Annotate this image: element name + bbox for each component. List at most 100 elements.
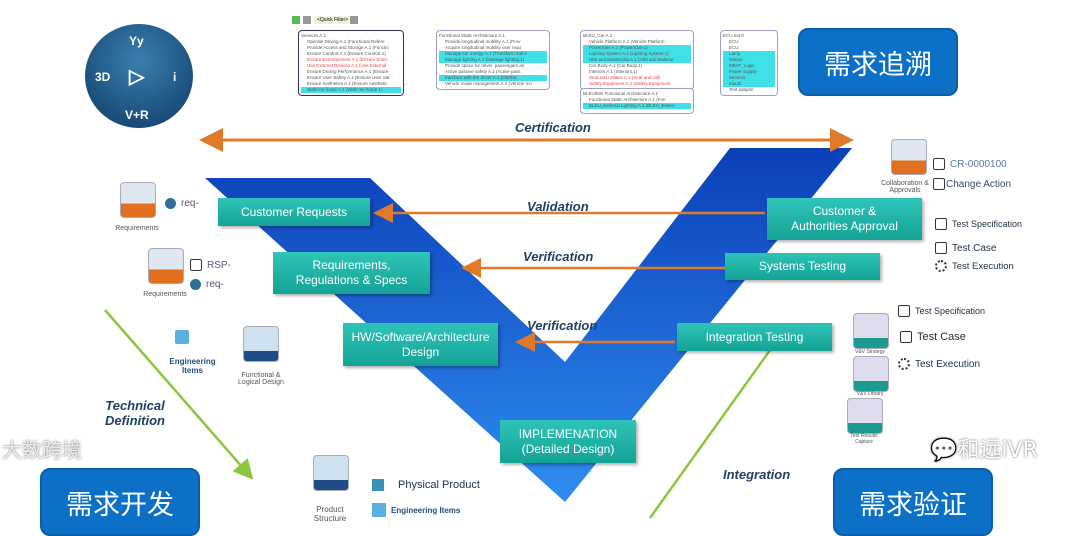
trace-item[interactable]: Inputs bbox=[723, 81, 775, 87]
test-spec-text: Test Specification bbox=[952, 219, 1023, 229]
test-spec-item[interactable]: Test Specification bbox=[935, 218, 1022, 230]
trace-item[interactable]: ECU bbox=[729, 39, 739, 44]
trace-item[interactable]: Use External Devices A.1 (Use External bbox=[307, 63, 387, 68]
trace-item[interactable]: Provide longitudinal mobility A.1 (Prov bbox=[445, 39, 521, 44]
product-structure-label: Product Structure bbox=[313, 505, 347, 523]
requirements-app-label: Requirements bbox=[115, 225, 159, 232]
trace-item[interactable]: Manage car energy A.1 (Transform fuel e bbox=[439, 51, 547, 57]
test-case-item[interactable]: Test Case bbox=[935, 242, 996, 254]
test-execution-item[interactable]: Test Execution bbox=[935, 260, 1014, 272]
technical-definition-label: Technical Definition bbox=[105, 398, 165, 428]
certification-label: Certification bbox=[515, 120, 591, 135]
trace-item[interactable]: ECU bbox=[729, 45, 739, 50]
req-link-2[interactable]: req- bbox=[190, 279, 224, 290]
rsp-text: RSP- bbox=[207, 259, 231, 271]
test-case-icon bbox=[935, 242, 947, 254]
trace-item[interactable]: Lamp bbox=[723, 51, 775, 57]
integration-testing-box[interactable]: Integration Testing bbox=[677, 323, 832, 351]
trace-item[interactable]: Interface with the driver A.1 (Interfac bbox=[439, 75, 547, 81]
trace-item[interactable]: Acquire longitudinal mobility user requ bbox=[445, 45, 522, 50]
trace-item[interactable]: Ensure Entertainment A.1 (Ensure Enter bbox=[307, 57, 388, 62]
quick-filter-input[interactable]: <Quick Filter> bbox=[314, 16, 352, 24]
test-case-item-2[interactable]: Test Case bbox=[900, 331, 966, 343]
test-spec-item-2[interactable]: Test Specification bbox=[898, 305, 985, 317]
trace-item[interactable]: Manage lighting A.1 (Manage lighting.1) bbox=[439, 57, 547, 63]
logo-top-text: Yy bbox=[129, 34, 144, 48]
trace-item[interactable]: BLEU_External Lighting A.1 (BLEU_Extern bbox=[583, 103, 691, 109]
toolbar-button[interactable] bbox=[303, 16, 311, 24]
requirements-app-icon-2[interactable] bbox=[148, 248, 184, 284]
trace-item[interactable]: Walk me home A.1 (Walk me home.1) bbox=[301, 87, 401, 93]
integration-arrow bbox=[648, 327, 786, 519]
trace-item[interactable]: Vehicle mode management A.1 (Vehicle mo bbox=[445, 81, 533, 86]
vv-strategy-icon[interactable] bbox=[853, 313, 889, 349]
catia-functional-icon[interactable] bbox=[243, 326, 279, 362]
physical-product-item[interactable]: Physical Product bbox=[372, 479, 480, 491]
trace-item[interactable]: Active passive safety A.1 (Active pass bbox=[445, 69, 521, 74]
rsp-link[interactable]: RSP- bbox=[190, 259, 231, 271]
trace-item[interactable]: Ensure User Safety A.1 (Ensure User Saf bbox=[307, 75, 390, 80]
trace-item[interactable]: Vehicle Platform A.1 (Vehicle Platform bbox=[589, 39, 665, 44]
catia-product-structure-icon[interactable] bbox=[313, 455, 349, 491]
trace-item[interactable]: Test adaptor bbox=[729, 87, 754, 92]
physical-product-text: Physical Product bbox=[398, 479, 480, 491]
customer-requests-box[interactable]: Customer Requests bbox=[218, 198, 370, 226]
technical-definition-arrow bbox=[104, 309, 254, 480]
change-request-item[interactable]: CR-0000100 bbox=[933, 158, 1007, 170]
requirements-app-icon[interactable] bbox=[120, 182, 156, 218]
test-specification-icon bbox=[935, 218, 947, 230]
trace-item[interactable]: Operate Driving A.1 (Functional Refere bbox=[307, 39, 385, 44]
trace-item[interactable]: MBAT_Logic bbox=[723, 63, 775, 69]
trace-item[interactable]: Lighting System A.1 (Lighting System.1) bbox=[583, 51, 691, 57]
trace-item[interactable]: Car Body A.1 (Car Body.1) bbox=[589, 63, 642, 68]
trace-item[interactable]: Powertrain A.1 (Powertrain.1) bbox=[583, 45, 691, 51]
trace-item[interactable]: ECU.md 0 bbox=[723, 33, 744, 38]
verification-title: 需求验证 bbox=[833, 468, 993, 536]
change-request-text: CR-0000100 bbox=[950, 158, 1007, 170]
requirements-box[interactable]: Requirements, Regulations & Specs bbox=[273, 252, 430, 294]
test-execution-text: Test Execution bbox=[952, 260, 1014, 272]
trace-item[interactable]: Safety Equipment A.1 (Safety Equipment bbox=[589, 81, 671, 86]
verification-label-1: Verification bbox=[523, 249, 594, 264]
globe-icon bbox=[190, 279, 201, 290]
trace-item[interactable]: HMI and Multimedia A.1 (HMI and Multime bbox=[583, 57, 691, 63]
wechat-watermark-text: 和远iVR bbox=[957, 438, 1038, 463]
engineering-items-item[interactable]: Engineering Items bbox=[372, 503, 460, 517]
test-results-icon[interactable] bbox=[847, 398, 883, 434]
trace-item[interactable]: Power Supply bbox=[723, 69, 775, 75]
trace-item[interactable]: Functional Static Architecture A.1 bbox=[439, 33, 506, 38]
trace-item[interactable]: Sensors bbox=[723, 75, 775, 81]
trace-item[interactable]: Provide space for driver, passengers an bbox=[445, 63, 525, 68]
test-execution-icon bbox=[935, 260, 947, 272]
test-execution-item-2[interactable]: Test Execution bbox=[898, 358, 980, 370]
trace-item[interactable]: BLEU/E/E Functional Architecture A.1 bbox=[583, 91, 659, 96]
vv-library-icon[interactable] bbox=[853, 356, 889, 392]
trace-item[interactable]: Seat and Utilities A.1 (Seat and Utili bbox=[589, 75, 661, 80]
trace-item[interactable]: Ensure Aesthetics A.1 (Ensure Aesthetic bbox=[307, 81, 388, 86]
trace-item[interactable]: Ensure Comfort A.1 (Ensure Comfort.1) bbox=[307, 51, 386, 56]
change-action-item[interactable]: Change Action bbox=[933, 178, 1011, 190]
trace-item[interactable]: Functional Static Architecture A.1 (Fun bbox=[589, 97, 666, 102]
systems-testing-box[interactable]: Systems Testing bbox=[725, 253, 880, 280]
req-link[interactable]: req- bbox=[165, 198, 199, 209]
trace-item[interactable]: Motion bbox=[723, 57, 775, 63]
cube-icon bbox=[372, 503, 386, 517]
trace-item[interactable]: Interiors A.1 (Interiors.1) bbox=[589, 69, 638, 74]
hw-sw-architecture-box[interactable]: HW/Software/Architecture Design bbox=[343, 323, 498, 366]
trace-item[interactable]: Provide Access and Storage A.1 (Functio bbox=[307, 45, 389, 50]
corner-watermark: 大数跨境 bbox=[2, 438, 82, 462]
trace-item[interactable]: Services A.1 bbox=[301, 33, 327, 38]
approval-box[interactable]: Customer & Authorities Approval bbox=[767, 198, 922, 240]
implementation-box[interactable]: IMPLEMENATION (Detailed Design) bbox=[500, 420, 636, 463]
collaboration-label: Collaboration & Approvals bbox=[881, 180, 929, 194]
toolbar-button[interactable] bbox=[350, 16, 358, 24]
trace-item[interactable]: BLEU_Car A.1 bbox=[583, 33, 613, 38]
toolbar-button[interactable] bbox=[292, 16, 300, 24]
collaboration-app-icon[interactable] bbox=[891, 139, 927, 175]
wechat-icon: 💬 bbox=[930, 438, 958, 463]
trace-item[interactable]: Ensure Driving Performance A.1 (Ensure bbox=[307, 69, 389, 74]
validation-label: Validation bbox=[527, 199, 589, 214]
